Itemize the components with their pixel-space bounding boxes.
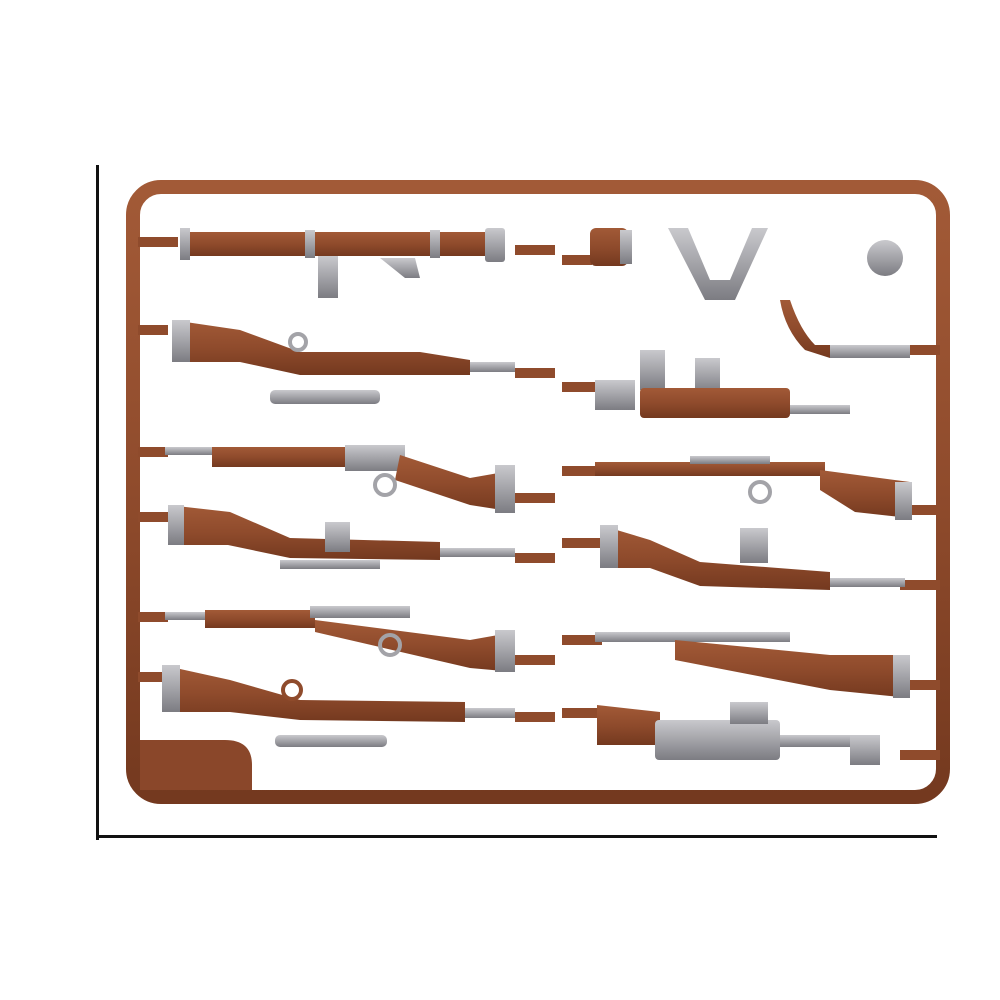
width-dimension-line (96, 835, 937, 838)
accessory-parts (590, 228, 910, 358)
smg-part-1 (595, 350, 850, 418)
rifle-part-4 (165, 606, 515, 672)
machine-gun-part (597, 702, 880, 765)
height-dimension-line (96, 165, 99, 840)
rifle-part-3 (168, 505, 515, 569)
sprue-gates (138, 237, 940, 760)
bazooka-part (180, 228, 505, 298)
scoped-rifle-part-5 (162, 665, 515, 747)
rifle-part-r3 (600, 525, 905, 590)
rifle-part-r4 (595, 632, 910, 698)
product-code-tag (140, 740, 252, 790)
rifle-part-2 (165, 445, 515, 513)
rifle-part-r2 (595, 456, 912, 520)
scoped-rifle-part-1 (172, 320, 515, 404)
